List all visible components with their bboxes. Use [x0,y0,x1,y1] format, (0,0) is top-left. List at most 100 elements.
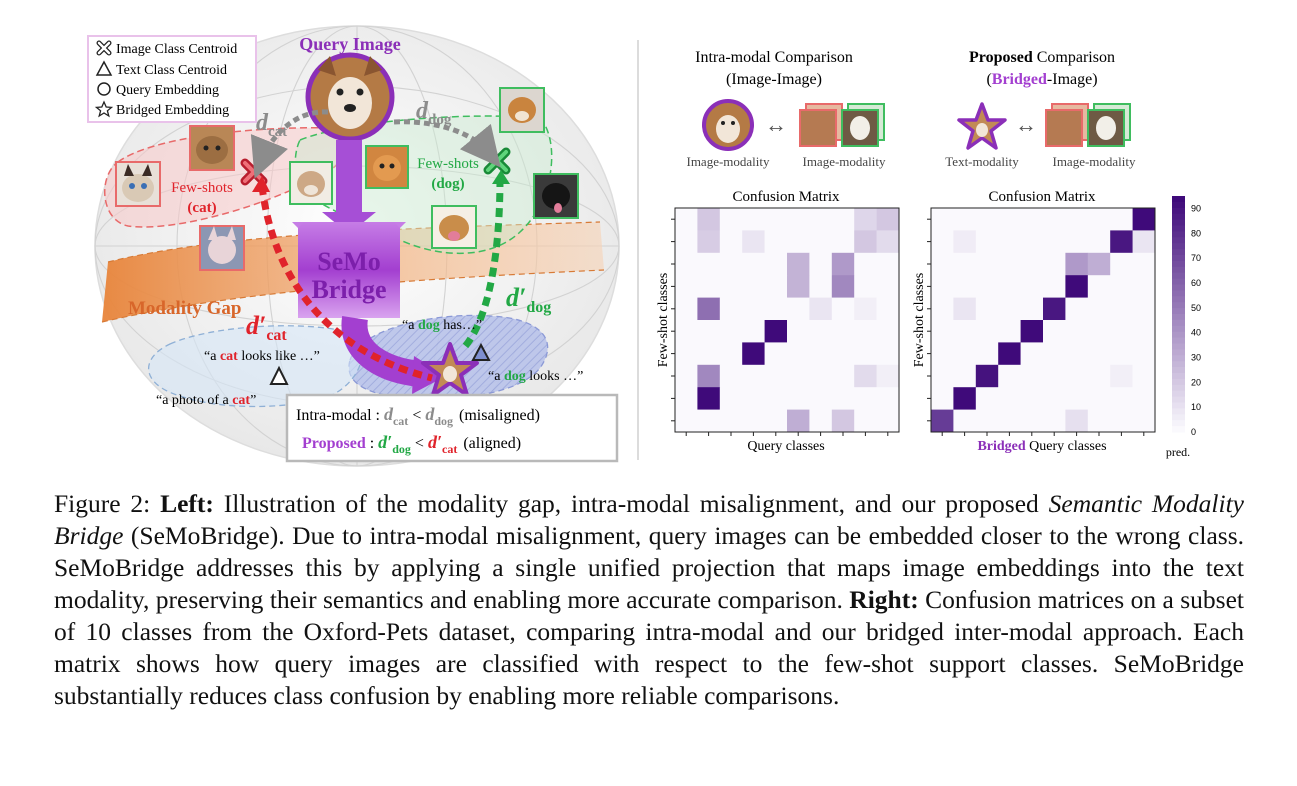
heatmap-cell [931,297,954,321]
heatmap-cell [764,208,788,231]
colorbar-tick-label: 40 [1191,328,1201,338]
colorbar-tick-label: 60 [1191,278,1201,288]
heatmap-cell [953,230,977,254]
cat-image-2 [189,125,235,171]
colorbar-tick-label: 50 [1191,303,1201,313]
heatmap-cell [1020,230,1044,254]
heatmap-cell [1043,208,1066,231]
heatmap-cell [1065,320,1089,343]
image-class-centroid-icon [96,40,112,56]
heatmap-cell [675,387,698,410]
colorbar-tick-label: 70 [1191,253,1201,263]
legend-label-image-centroid: Image Class Centroid [116,42,237,57]
heatmap-cell [1132,342,1156,366]
heatmap-cell [931,342,954,366]
d-cat-label: dcat [256,110,287,140]
cat-image-4 [365,145,409,189]
heatmap-cell [1110,342,1133,366]
right-panel: Intra-modal Comparison (Image-Image) Pro… [656,49,1201,459]
heatmap-cell [1020,409,1044,433]
heatmap-cell [764,409,788,433]
caption-left-bold: Left: [160,489,214,518]
heatmap-cell [876,297,900,321]
heatmap-cell [742,409,765,433]
heatmap-cell [787,364,810,388]
heatmap-cell [809,275,833,298]
d-prime-dog-label: d′dog [506,283,551,316]
heatmap-cell [742,387,765,410]
heatmap-cell [831,364,855,388]
colorbar-step [1172,266,1185,274]
heatmap-cell [809,208,833,231]
heatmap-cell [975,320,999,343]
dog-image-3 [533,173,579,219]
heatmap-cell [1043,297,1066,321]
intra-title-line2: (Image-Image) [726,71,822,88]
heatmap-cell [1020,208,1044,231]
caption-text-3: Confusion matrices on a subset of 10 cla… [54,585,1244,710]
colorbar-step [1172,367,1185,374]
heatmap-cell [931,230,954,254]
heatmap-cell [1087,275,1111,298]
heatmap-cell [697,252,721,276]
colorbar-step [1172,384,1185,392]
proposed-title-line1: Proposed Comparison [969,49,1115,66]
heatmap-cell [719,320,743,343]
heatmap-cell [697,409,721,433]
heatmap-cell [876,320,900,343]
colorbar-step [1172,373,1185,380]
heatmap-cell [854,252,877,276]
matrix-title-right: Confusion Matrix [988,189,1096,205]
heatmap-cell [1065,387,1089,410]
heatmap-cell [953,297,977,321]
figure-caption: Figure 2: Left: Illustration of the moda… [54,488,1244,712]
caption-figure-label: Figure 2: [54,489,161,518]
colorbar-step [1172,237,1185,244]
heatmap-cell [809,409,833,433]
few-shots-dog-line1: Few-shots [417,156,479,172]
heatmap-cell [675,320,698,343]
heatmap-cell [998,297,1021,321]
heatmap-cell [1065,252,1089,276]
dog-text-centroid-icon [471,342,491,361]
proposed-title-line2: (Bridged-Image) [986,71,1097,88]
heatmap-cell [831,342,855,366]
heatmap-border [930,207,1156,433]
heatmap-cell [1087,230,1111,254]
heatmap-cell [1110,252,1133,276]
heatmap-cell [876,409,900,433]
heatmap-cell [1043,342,1066,366]
heatmap-cell [975,364,999,388]
heatmap-cell [1020,252,1044,276]
colorbar-step [1172,426,1185,433]
colorbar-step [1172,278,1185,285]
prompt-cat-looks-like: “a cat looks like …” [204,349,320,364]
modality-gap-label: Modality Gap [128,298,241,319]
heatmap-cell [787,320,810,343]
heatmap-cell [1065,297,1089,321]
heatmap-cell [719,275,743,298]
heatmap-cell [1132,387,1156,410]
intra-left-modality: Image-modality [686,154,770,169]
heatmap-cell [1087,320,1111,343]
heatmap-cell [1020,364,1044,388]
heatmap-cell [697,364,721,388]
heatmap-cell [1020,297,1044,321]
heatmap-cell [1043,252,1066,276]
colorbar-step [1172,231,1185,238]
heatmap-cell [675,275,698,298]
heatmap-cell [1110,320,1133,343]
legend-label-query-embedding: Query Embedding [116,83,219,98]
colorbar-step [1172,243,1185,250]
colorbar-step [1172,390,1185,398]
heatmap-cell [1020,342,1044,366]
colorbar-step [1172,260,1185,268]
heatmap-cell [1087,387,1111,410]
proposed-support-images [1045,103,1131,147]
heatmap-cell [931,387,954,410]
heatmap-cell [876,230,900,254]
few-shots-dog-line2: (dog) [431,176,464,192]
heatmap-cell [975,275,999,298]
heatmap-cell [831,297,855,321]
colorbar-step [1172,290,1185,297]
